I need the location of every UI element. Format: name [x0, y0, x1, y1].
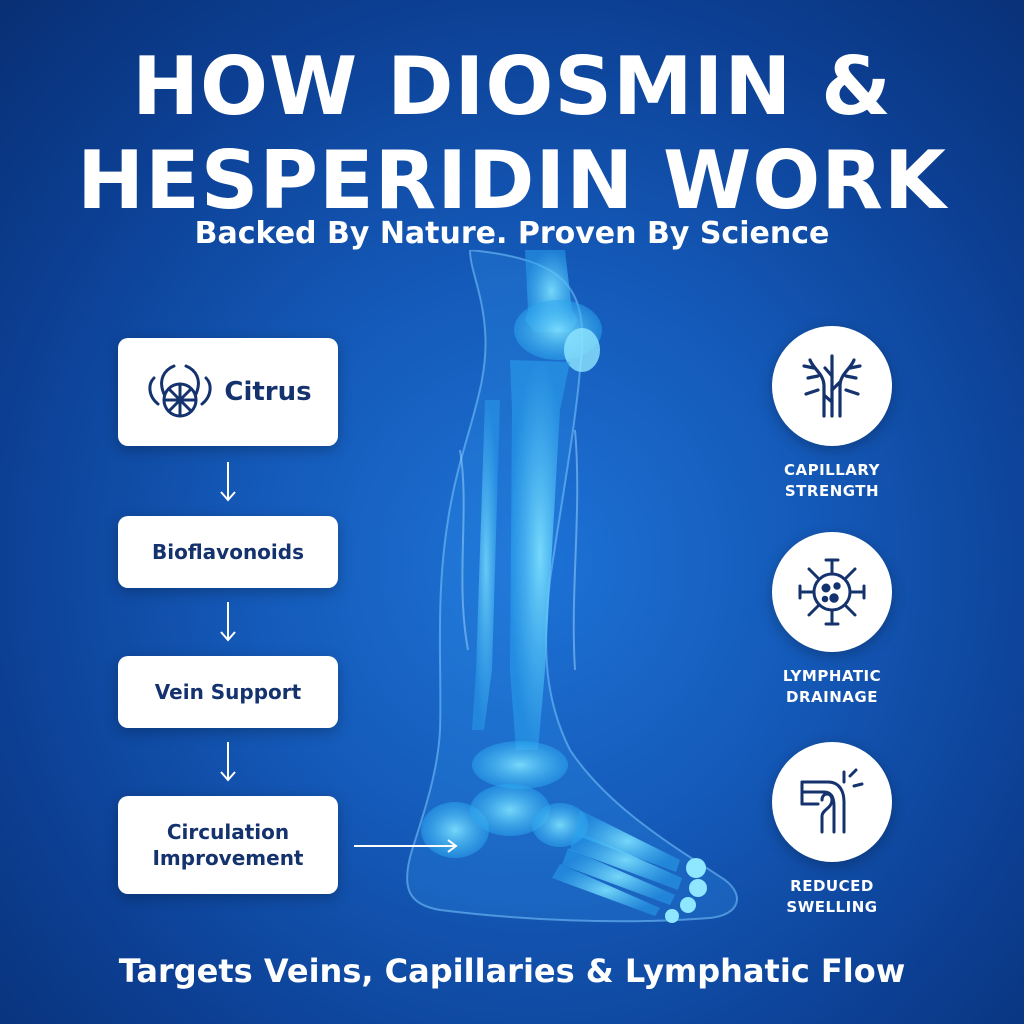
citrus-icon — [148, 364, 212, 418]
lymph-cell-icon — [798, 558, 866, 626]
benefit-label: LYMPHATIC DRAINAGE — [782, 667, 882, 706]
arrow-down-icon — [220, 462, 236, 502]
title-line-2: HESPERIDIN WORK — [77, 134, 947, 227]
benefit-capillary-strength: CAPILLARY STRENGTH — [760, 326, 904, 502]
footer-tagline: Targets Veins, Capillaries & Lymphatic F… — [118, 952, 906, 990]
flow-step-label: Circulation Improvement — [152, 820, 304, 870]
flow-step-label: Citrus — [224, 377, 312, 407]
arrow-down-icon — [220, 602, 236, 642]
flow-step-bioflavonoids: Bioflavonoids — [118, 516, 338, 588]
capillary-icon — [802, 354, 862, 418]
benefit-lymphatic-drainage: LYMPHATIC DRAINAGE — [760, 532, 904, 708]
swollen-knee-icon — [800, 768, 864, 834]
benefit-reduced-swelling: REDUCED SWELLING — [760, 742, 904, 918]
flow-step-citrus: Citrus — [118, 338, 338, 446]
title-line-1: HOW DIOSMIN & — [132, 40, 892, 133]
page-title: HOW DIOSMIN & HESPERIDIN WORK — [0, 40, 1024, 228]
subtitle: Backed By Nature. Proven By Science — [194, 216, 830, 251]
benefit-label: REDUCED SWELLING — [786, 877, 878, 916]
flow-step-label: Vein Support — [154, 680, 302, 704]
leg-xray-illustration — [406, 250, 738, 923]
arrow-right-icon — [354, 839, 458, 853]
flow-step-vein-support: Vein Support — [118, 656, 338, 728]
benefit-label: CAPILLARY STRENGTH — [783, 461, 880, 500]
benefit-badge — [772, 326, 892, 446]
flow-step-label: Bioflavonoids — [152, 540, 304, 564]
benefit-badge — [772, 742, 892, 862]
benefit-badge — [772, 532, 892, 652]
arrow-down-icon — [220, 742, 236, 782]
flow-step-circulation: Circulation Improvement — [118, 796, 338, 894]
